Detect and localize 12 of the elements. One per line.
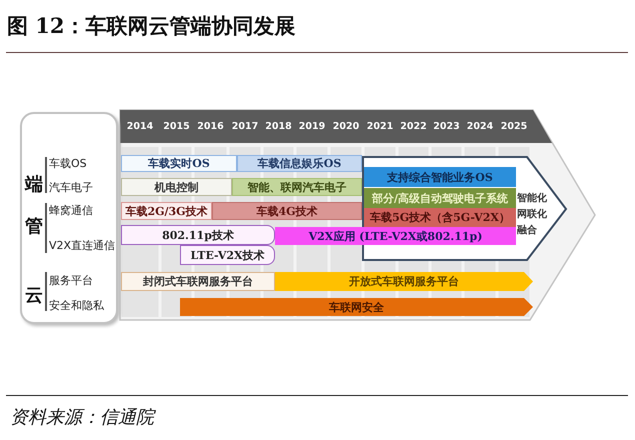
group-label: 云	[25, 284, 43, 307]
group-label: 端	[25, 173, 43, 196]
category-panel	[20, 112, 118, 324]
figure-title: 图 12：车联网云管端协同发展	[7, 12, 296, 40]
row-label: 服务平台	[49, 273, 93, 288]
group-label: 管	[25, 215, 43, 238]
row-label: 汽车电子	[49, 180, 93, 195]
row-label: 安全和隐私	[49, 298, 104, 313]
row-label: V2X直连通信	[49, 238, 116, 253]
row-label: 车载OS	[49, 156, 87, 171]
source-note: 资料来源：信通院	[10, 406, 154, 429]
row-label: 蜂窝通信	[49, 203, 93, 218]
